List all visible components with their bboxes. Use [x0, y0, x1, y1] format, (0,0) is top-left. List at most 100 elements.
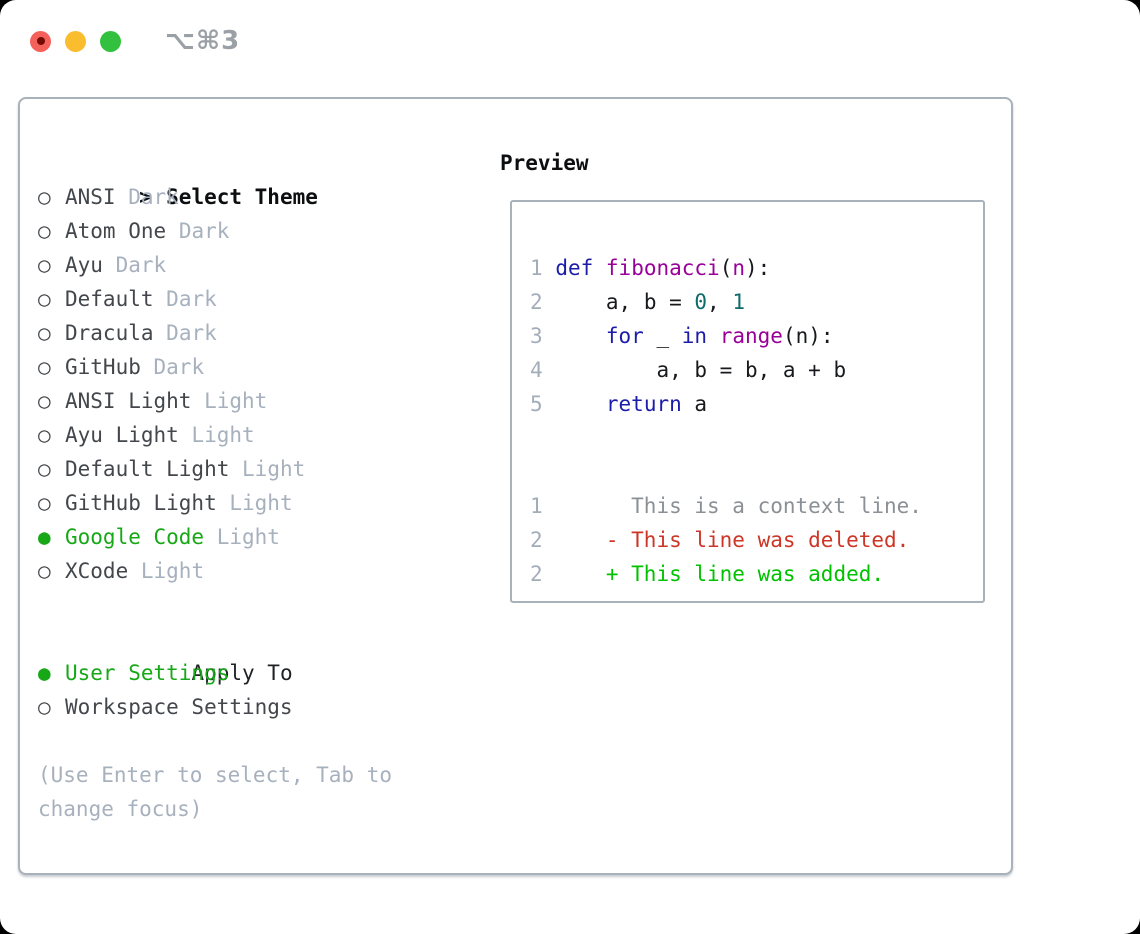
- preview-spacer: [530, 421, 983, 489]
- diff-line-context: 1 This is a context line.: [530, 489, 983, 523]
- theme-variant-badge: Dark: [115, 253, 167, 277]
- code-line: 2 a, b = 0, 1: [530, 285, 983, 319]
- diff-text: - This line was deleted.: [542, 528, 910, 552]
- diff-text: + This line was added.: [542, 562, 885, 586]
- theme-option-atom-one[interactable]: ○ Atom One Dark: [38, 214, 468, 248]
- code-token-pl: (n):: [782, 324, 834, 348]
- theme-option-ansi-light[interactable]: ○ANSI Light Light: [38, 384, 468, 418]
- radio-icon: ○: [38, 559, 51, 583]
- theme-option-dracula[interactable]: ○Dracula Dark: [38, 316, 468, 350]
- theme-name: Atom One: [65, 219, 167, 243]
- code-token-pl: (: [719, 256, 733, 280]
- code-token-pl: [707, 324, 720, 348]
- code-token-kw: return: [605, 392, 682, 416]
- preview-header: Preview: [500, 151, 589, 175]
- theme-option-ansi[interactable]: ○ ANSI Dark: [38, 180, 468, 214]
- code-token-pl: ):: [745, 256, 771, 280]
- apply-option-label: Workspace Settings: [65, 695, 293, 719]
- close-button[interactable]: [30, 30, 51, 52]
- radio-icon: ○: [38, 355, 51, 379]
- code-token-pl: a: [681, 392, 708, 416]
- code-token-pl: [555, 392, 606, 416]
- theme-option-ayu-light[interactable]: ○Ayu Light Light: [38, 418, 468, 452]
- code-token-pl: _: [643, 324, 682, 348]
- select-theme-title: Select Theme: [166, 185, 318, 209]
- theme-variant-badge: Light: [216, 525, 280, 549]
- theme-name: Ayu: [65, 253, 103, 277]
- theme-option-github-light[interactable]: ○ GitHub Light Light: [38, 486, 468, 520]
- code-token-nm: 1: [732, 290, 745, 314]
- minimize-button[interactable]: [65, 30, 86, 52]
- theme-option-default-light[interactable]: ○Default Light Light: [38, 452, 468, 486]
- theme-name: GitHub: [65, 355, 141, 379]
- radio-icon: ○: [38, 321, 51, 345]
- close-dot-icon: [36, 37, 45, 45]
- radio-icon: ○: [38, 219, 51, 243]
- theme-name: ANSI: [65, 185, 116, 209]
- diff-text: This is a context line.: [542, 494, 922, 518]
- theme-list: ○ANSI Dark○Atom One Dark○Ayu Dark○Defaul…: [38, 180, 468, 588]
- line-number: 1: [530, 494, 543, 518]
- theme-variant-badge: Light: [140, 559, 205, 583]
- code-line: 1 def fibonacci(n):: [530, 251, 983, 285]
- select-theme-header: > Select Theme: [38, 146, 468, 209]
- theme-option-xcode[interactable]: ○ XCode Light: [38, 554, 468, 588]
- theme-option-ayu[interactable]: ○Ayu Dark: [38, 248, 468, 282]
- radio-selected-icon: ●: [38, 661, 51, 685]
- theme-variant-badge: Dark: [166, 321, 217, 345]
- code-token-pl: [555, 324, 606, 348]
- theme-name: Default Light: [65, 457, 230, 481]
- code-token-kw: in: [681, 324, 708, 348]
- apply-to-list: ● User Settings ○ Workspace Settings: [38, 656, 468, 724]
- code-token-fn: fibonacci: [605, 256, 720, 280]
- code-line: 5 return a: [530, 387, 983, 421]
- main-panel: >Select Theme ○ANSI Dark○Atom One Dark○A…: [18, 97, 1013, 875]
- theme-variant-badge: Dark: [153, 355, 205, 379]
- theme-variant-badge: Dark: [128, 185, 179, 209]
- code-token-kw: for: [605, 324, 644, 348]
- titlebar: ⌥⌘3: [30, 26, 240, 56]
- theme-variant-badge: Dark: [166, 287, 217, 311]
- line-number: 3: [530, 324, 543, 348]
- apply-to-section: Apply To ●User Settings○Workspace Settin…: [38, 622, 468, 724]
- line-number: 2: [530, 290, 543, 314]
- code-line: 3 for _ in range(n):: [530, 319, 983, 353]
- theme-name: ANSI Light: [65, 389, 192, 413]
- theme-name: XCode: [65, 559, 129, 583]
- theme-name: Google Code: [65, 525, 205, 549]
- code-token-fn: n: [732, 256, 746, 280]
- theme-variant-badge: Light: [229, 491, 293, 515]
- theme-variant-badge: Dark: [178, 219, 230, 243]
- window-title: ⌥⌘3: [165, 26, 241, 56]
- theme-variant-badge: Light: [204, 389, 268, 413]
- radio-selected-icon: ●: [38, 525, 51, 549]
- theme-option-default[interactable]: ○Default Dark: [38, 282, 468, 316]
- code-token-kw: def: [555, 256, 594, 280]
- radio-icon: ○: [38, 185, 51, 209]
- diff-preview: 1 This is a context line.2 - This line w…: [530, 489, 983, 591]
- radio-icon: ○: [38, 695, 51, 719]
- code-token-fn: range: [719, 324, 783, 348]
- apply-option-label: User Settings: [65, 661, 230, 685]
- theme-option-github[interactable]: ○ GitHub Dark: [38, 350, 468, 384]
- apply-option-user-settings[interactable]: ● User Settings: [38, 656, 468, 690]
- maximize-button[interactable]: [100, 30, 121, 52]
- radio-icon: ○: [38, 491, 51, 515]
- focus-caret-icon: >: [139, 185, 152, 209]
- radio-icon: ○: [38, 457, 51, 481]
- radio-icon: ○: [38, 287, 51, 311]
- diff-line-deleted: 2 - This line was deleted.: [530, 523, 983, 557]
- theme-option-google-code[interactable]: ● Google Code Light: [38, 520, 468, 554]
- help-text: (Use Enter to select, Tab to change focu…: [38, 763, 393, 821]
- apply-option-workspace-settings[interactable]: ○ Workspace Settings: [38, 690, 468, 724]
- line-number: 4: [530, 358, 543, 382]
- code-token-pl: [593, 256, 606, 280]
- diff-line-added: 2 + This line was added.: [530, 557, 983, 591]
- code-line: 4 a, b = b, a + b: [530, 353, 983, 387]
- theme-name: GitHub Light: [65, 491, 217, 515]
- code-token-pl: ,: [707, 290, 733, 314]
- theme-variant-badge: Light: [191, 423, 255, 447]
